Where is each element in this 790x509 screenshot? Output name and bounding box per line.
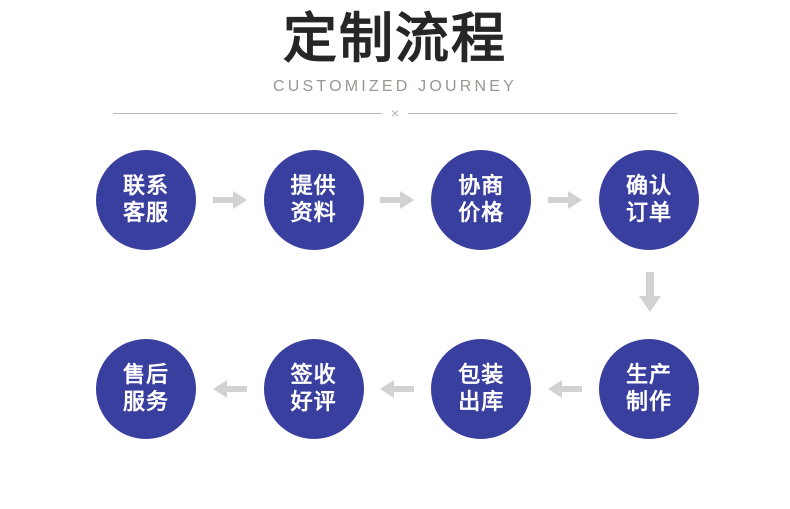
- arrow-right-icon: [379, 187, 415, 213]
- flow-step-label-line2: 客服: [122, 201, 169, 226]
- flow-step-label-line2: 出库: [458, 390, 505, 415]
- flow-step-label-line1: 提供: [290, 174, 337, 199]
- section-divider: ×: [113, 104, 677, 122]
- flow-row-bottom: 售后 服务 签收 好评 包装 出库 生产 制作: [96, 339, 699, 439]
- flow-step-after-sales-service[interactable]: 售后 服务: [96, 339, 196, 439]
- flow-step-contact-service[interactable]: 联系 客服: [96, 150, 196, 250]
- flow-step-confirm-order[interactable]: 确认 订单: [598, 150, 699, 250]
- page-header: 定制流程 CUSTOMIZED JOURNEY: [0, 0, 790, 98]
- divider-line-left: [113, 112, 382, 114]
- flow-step-label-line1: 包装: [458, 363, 505, 388]
- arrow-left-icon: [547, 376, 583, 402]
- flow-step-label-line1: 确认: [625, 174, 672, 199]
- flow-step-negotiate-price[interactable]: 协商 价格: [431, 150, 532, 250]
- flow-step-signed-review[interactable]: 签收 好评: [263, 339, 364, 439]
- arrow-down-icon: [633, 268, 667, 316]
- flow-step-label-line2: 服务: [122, 390, 169, 415]
- flow-step-label-line2: 订单: [625, 201, 672, 226]
- flow-step-label-line1: 售后: [122, 363, 169, 388]
- flow-row-top: 联系 客服 提供 资料 协商 价格 确认 订单: [96, 150, 699, 250]
- flow-step-label-line2: 制作: [625, 390, 672, 415]
- arrow-left-icon: [379, 376, 415, 402]
- flow-step-packaging-shipping[interactable]: 包装 出库: [431, 339, 532, 439]
- flow-step-label-line2: 资料: [290, 201, 337, 226]
- arrow-right-icon: [212, 187, 248, 213]
- arrow-left-icon: [212, 376, 248, 402]
- flow-step-label-line2: 价格: [458, 201, 505, 226]
- page-title: 定制流程: [283, 7, 507, 70]
- flow-step-label-line1: 联系: [122, 174, 169, 199]
- divider-line-right: [408, 112, 677, 114]
- flow-step-production[interactable]: 生产 制作: [598, 339, 699, 439]
- flow-step-label-line1: 协商: [458, 174, 505, 199]
- flow-step-label-line1: 生产: [625, 363, 672, 388]
- arrow-right-icon: [547, 187, 583, 213]
- divider-cross-icon: ×: [390, 105, 400, 121]
- page-subtitle: CUSTOMIZED JOURNEY: [273, 78, 517, 95]
- flow-step-provide-materials[interactable]: 提供 资料: [263, 150, 364, 250]
- flow-step-label-line1: 签收: [290, 363, 337, 388]
- flow-step-label-line2: 好评: [290, 390, 337, 415]
